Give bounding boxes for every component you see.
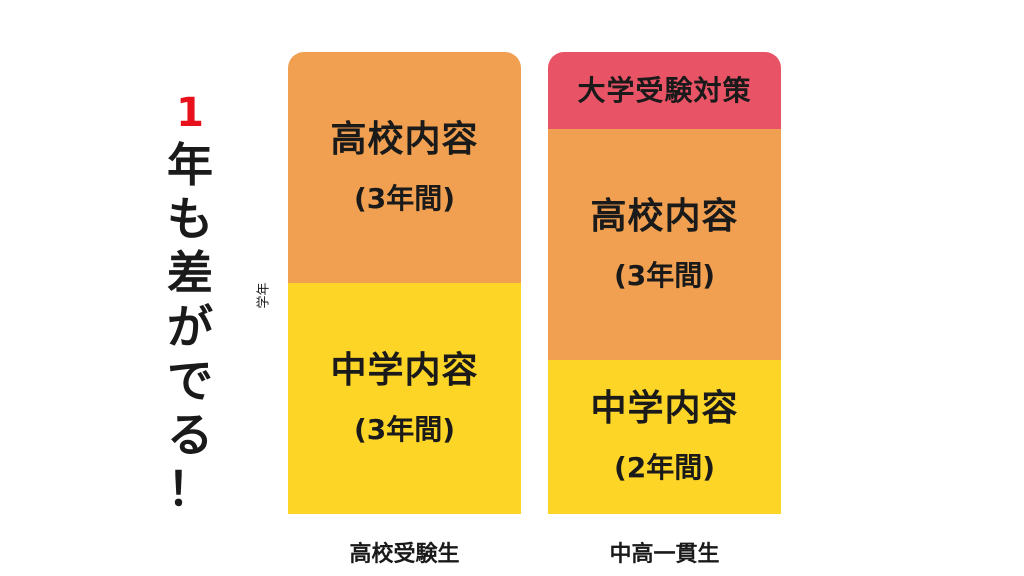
segment-duration: (2年間) (613, 451, 716, 484)
column-high-school-exam: 高校内容 (3年間) 中学内容 (3年間) (288, 52, 521, 514)
headline: 1 年 も 差 が で る ！ (150, 88, 230, 516)
segment-title: 大学受験対策 (577, 73, 752, 107)
column-label-high-school-exam: 高校受験生 (349, 542, 460, 567)
segment-title: 中学内容 (330, 349, 479, 391)
headline-char: 差 (167, 246, 213, 300)
segment-duration: (3年間) (613, 258, 716, 292)
column-integrated-school: 大学受験対策 高校内容 (3年間) 中学内容 (2年間) (548, 52, 781, 514)
segment-duration: (3年間) (353, 412, 456, 446)
segment-duration: (3年間) (353, 181, 456, 215)
headline-number: 1 (176, 90, 204, 136)
headline-char: 年 (167, 138, 213, 192)
headline-char: ！ (167, 462, 213, 516)
headline-char: で (167, 354, 213, 408)
segment-high-school-content: 高校内容 (3年間) (548, 129, 781, 360)
segment-title: 高校内容 (330, 118, 479, 160)
headline-char: が (167, 300, 213, 354)
segment-middle-school-content: 中学内容 (2年間) (548, 360, 781, 514)
axis-label: 学年 (256, 282, 272, 309)
segment-high-school-content: 高校内容 (3年間) (288, 52, 521, 283)
headline-char: も (167, 192, 213, 246)
segment-title: 高校内容 (590, 195, 739, 237)
segment-middle-school-content: 中学内容 (3年間) (288, 283, 521, 514)
segment-title: 中学内容 (590, 388, 739, 429)
segment-university-prep: 大学受験対策 (548, 52, 781, 129)
column-label-integrated-school: 中高一貫生 (609, 542, 720, 567)
headline-char: る (167, 408, 213, 462)
